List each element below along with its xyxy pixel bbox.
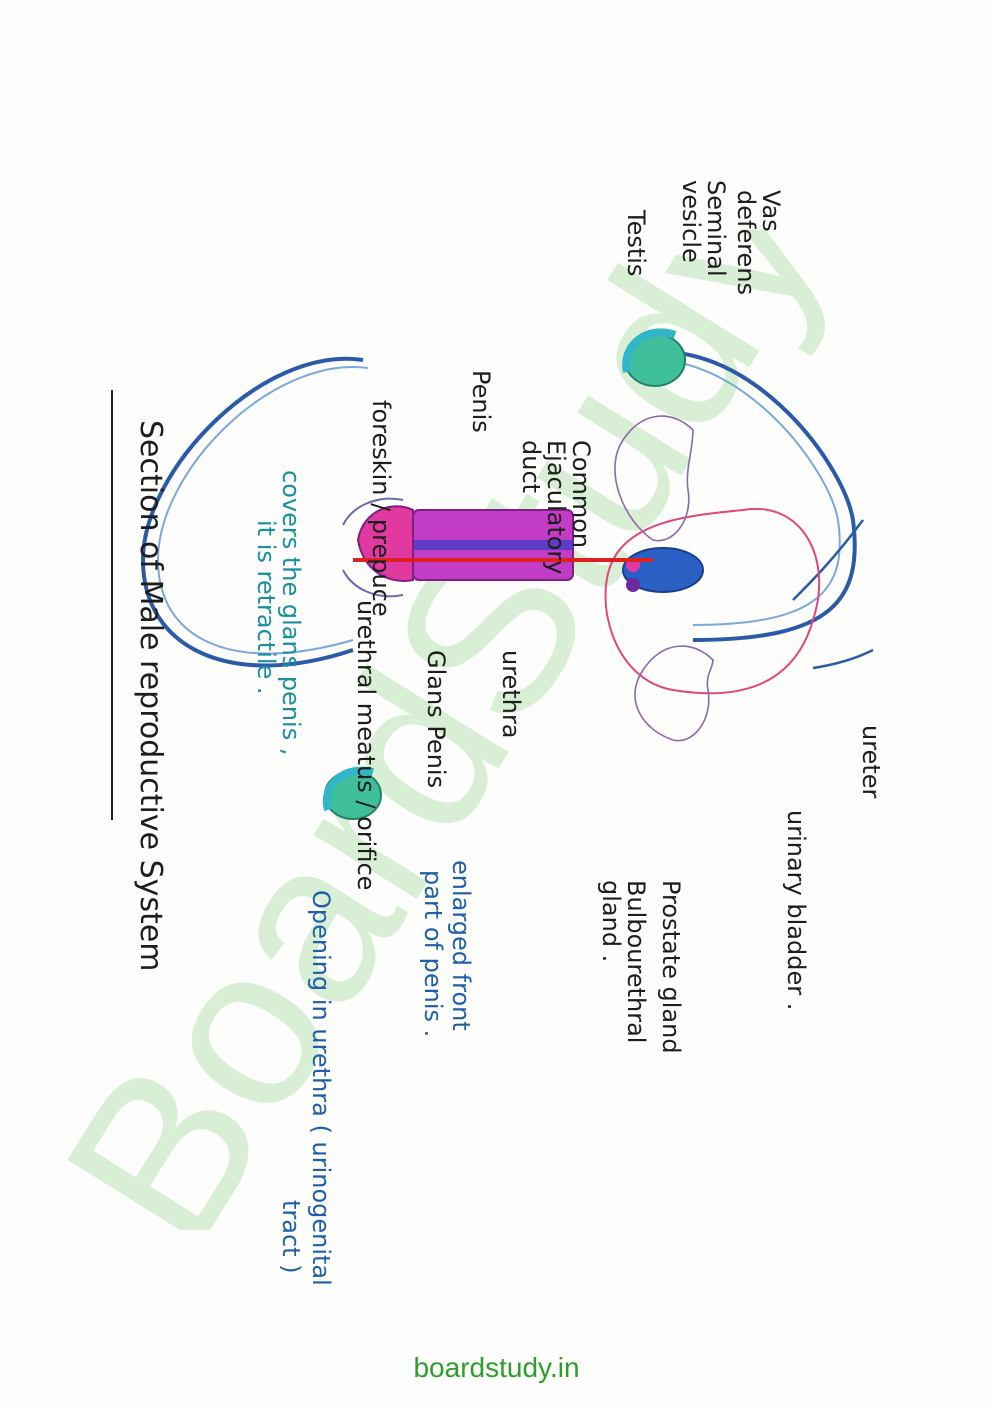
note-glans-2: part of penis . [419, 870, 447, 1038]
label-seminal-vesicle: Seminal vesicle [676, 180, 730, 277]
ureter-line-2 [812, 648, 874, 670]
urinary-bladder [604, 507, 821, 695]
seminal-vesicle-upper [614, 415, 694, 542]
testis-lower-cap [322, 766, 374, 812]
note-foreskin-2: it is retractile . [252, 520, 280, 695]
testis-upper-cap [622, 328, 677, 373]
label-prostate-gland: Prostate gland [657, 880, 685, 1054]
label-testis: Testis [622, 210, 650, 277]
label-common-ejaculatory-duct: Common Ejaculatory duct [516, 440, 595, 575]
label-ureter: ureter [857, 725, 885, 799]
glans-penis [356, 505, 414, 582]
note-foreskin-1: covers the glans penis , [277, 470, 305, 756]
label-penis: Penis [467, 370, 495, 433]
label-glans-penis: Glans Penis [422, 650, 450, 789]
penis-shaft-band [413, 540, 573, 550]
label-urinary-bladder: urinary bladder . [782, 810, 810, 1011]
ureter-line-1 [792, 519, 864, 601]
note-glans-1: enlarged front [447, 860, 475, 1031]
foreskin-2 [342, 569, 404, 598]
note-meatus-1: Opening in urethra ( urinogenital [307, 890, 335, 1286]
title-underline [111, 390, 113, 820]
diagram-title: Section of Male reproductive System [133, 420, 168, 972]
foreskin [342, 497, 404, 526]
label-urethra: urethra [497, 650, 525, 739]
label-urethral-meatus: urethral meatus / orifice [352, 600, 380, 891]
vas-deferens-upper [632, 349, 857, 642]
label-bulbourethral-gland: Bulbourethral gland . [596, 880, 650, 1044]
vas-deferens-lower-2 [156, 365, 369, 655]
vas-deferens-upper-2 [624, 358, 841, 626]
note-meatus-2: tract ) [277, 1200, 305, 1274]
seminal-vesicle-lower [634, 645, 714, 742]
label-vas-deferens: Vas deferens [731, 190, 785, 296]
vas-deferens-lower [140, 356, 364, 668]
label-foreskin: foreskin / prepuce [367, 400, 395, 617]
bulbourethral-gland-2 [626, 578, 640, 592]
footer-site: boardstudy.in [413, 1352, 580, 1383]
